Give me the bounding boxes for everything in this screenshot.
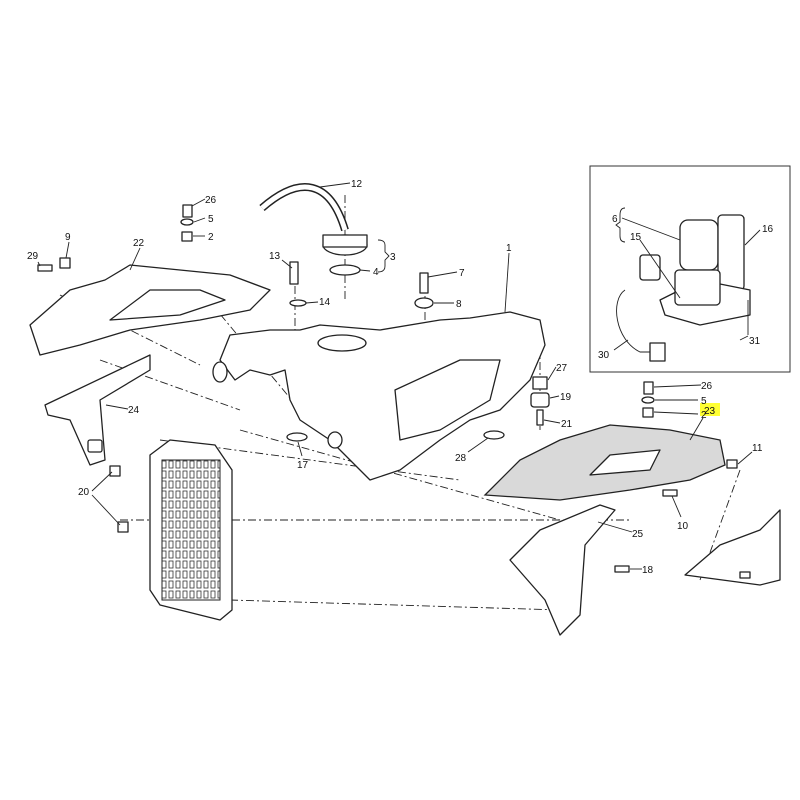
callout-17[interactable]: 17 bbox=[297, 460, 309, 471]
breather-hose bbox=[259, 183, 349, 232]
callout-31[interactable]: 31 bbox=[749, 336, 761, 347]
callout-6[interactable]: 6 bbox=[612, 214, 618, 225]
callout-14[interactable]: 14 bbox=[319, 297, 331, 308]
callout-11[interactable]: 11 bbox=[752, 443, 763, 454]
callout-9[interactable]: 9 bbox=[65, 232, 71, 243]
callout-21[interactable]: 21 bbox=[561, 419, 573, 430]
callout-28[interactable]: 28 bbox=[455, 453, 467, 464]
callout-5-right[interactable]: 5 bbox=[701, 396, 707, 407]
radiator bbox=[149, 439, 233, 621]
callout-25[interactable]: 25 bbox=[632, 529, 644, 540]
callout-29[interactable]: 29 bbox=[27, 251, 39, 262]
callout-24[interactable]: 24 bbox=[128, 405, 140, 416]
leader-lines bbox=[37, 182, 753, 570]
fasteners bbox=[37, 204, 751, 579]
right-shroud bbox=[509, 504, 616, 636]
callout-4[interactable]: 4 bbox=[373, 267, 379, 278]
callout-2[interactable]: 2 bbox=[208, 232, 214, 243]
callout-27[interactable]: 27 bbox=[556, 363, 568, 374]
callout-30[interactable]: 30 bbox=[598, 350, 610, 361]
callout-2-right[interactable]: 2 bbox=[701, 410, 707, 421]
fuel-pump-assembly bbox=[616, 177, 751, 362]
callouts: 1 2 3 4 5 6 7 8 9 10 11 12 13 14 15 16 1… bbox=[27, 179, 774, 576]
left-shroud-bracket bbox=[44, 354, 151, 466]
callout-10[interactable]: 10 bbox=[677, 521, 689, 532]
callout-12[interactable]: 12 bbox=[351, 179, 363, 190]
callout-1[interactable]: 1 bbox=[506, 243, 512, 254]
callout-3[interactable]: 3 bbox=[390, 252, 396, 263]
callout-16[interactable]: 16 bbox=[762, 224, 774, 235]
callout-19[interactable]: 19 bbox=[560, 392, 572, 403]
fuel-tank bbox=[212, 311, 546, 481]
callout-20[interactable]: 20 bbox=[78, 487, 90, 498]
callout-22[interactable]: 22 bbox=[133, 238, 145, 249]
callout-13[interactable]: 13 bbox=[269, 251, 281, 262]
partial-panel bbox=[684, 509, 781, 586]
callout-23[interactable]: 23 bbox=[704, 406, 716, 417]
highlight-23 bbox=[700, 403, 720, 416]
callout-26[interactable]: 26 bbox=[205, 195, 217, 206]
callout-15[interactable]: 15 bbox=[630, 232, 642, 243]
callout-8[interactable]: 8 bbox=[456, 299, 462, 310]
callout-7[interactable]: 7 bbox=[459, 268, 465, 279]
callout-5[interactable]: 5 bbox=[208, 214, 214, 225]
callout-18[interactable]: 18 bbox=[642, 565, 654, 576]
inset-frame bbox=[589, 165, 791, 373]
callout-26-right[interactable]: 26 bbox=[701, 381, 713, 392]
